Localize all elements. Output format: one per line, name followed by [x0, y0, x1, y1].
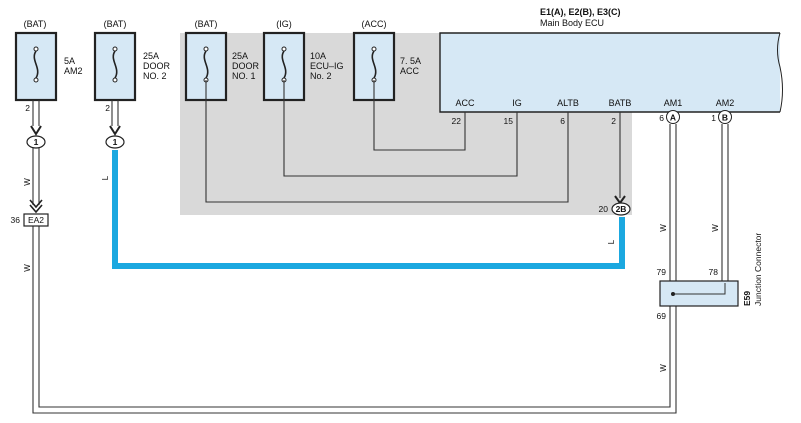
wire-am2-ecu	[721, 124, 729, 281]
fuse-am2-line-1: 5A	[64, 56, 75, 66]
ecu-subtitle: Main Body ECU	[540, 18, 604, 28]
connector-ea2: EA2 36	[11, 199, 49, 227]
arrow-icon	[30, 125, 42, 136]
wires	[32, 80, 729, 414]
fuse-icon	[281, 50, 287, 79]
fuse-door-no2: (BAT) 25A DOOR NO. 2 2	[93, 19, 171, 113]
junction-internal-wire	[673, 283, 726, 295]
wire-label-w-bottom: W	[659, 364, 668, 372]
ecu-pin-batb: 2	[611, 116, 616, 126]
fuse-ecu-ig-no2-line-3: No. 2	[310, 71, 332, 81]
fuse-icon	[33, 50, 39, 79]
ecu-pin-ig: 15	[504, 116, 514, 126]
fuse-door-no2-line-1: 25A	[143, 51, 159, 61]
fuse-icon	[203, 46, 209, 52]
wire-am2-double	[32, 100, 40, 126]
fuse-icon	[281, 46, 287, 52]
ecu-terminal-batb-label: BATB	[609, 98, 632, 108]
fuse-door-no2-pin: 2	[105, 103, 110, 113]
junction-pin-69: 69	[657, 311, 667, 321]
fuse-am2-line-2: AM2	[64, 66, 83, 76]
wire-label-w-am1: W	[659, 224, 668, 232]
fuse-acc-line-2: ACC	[400, 66, 420, 76]
connector-b-badge: B	[718, 110, 732, 124]
connector-1-left: 1	[26, 125, 46, 149]
junction-name: Junction Connector	[753, 233, 763, 306]
fuse-am2: (BAT) 5A AM2 2	[14, 19, 83, 113]
ecu-pin-altb: 6	[560, 116, 565, 126]
fuse-acc-source: (ACC)	[362, 19, 387, 29]
blue-wire-l	[112, 150, 625, 269]
ecu-terminal-acc-label: ACC	[455, 98, 475, 108]
ecu-title: E1(A), E2(B), E3(C)	[540, 7, 621, 17]
wire-door-no2-stub	[111, 100, 119, 126]
fuse-icon	[112, 46, 118, 52]
wire-altb	[205, 80, 569, 203]
fuse-am2-pin: 2	[25, 103, 30, 113]
fuse-acc-line-1: 7. 5A	[400, 56, 421, 66]
connector-2b-name: 2B	[616, 204, 627, 214]
ecu-terminal-am1-label: AM1	[664, 98, 683, 108]
fuse-icon	[112, 50, 118, 79]
fuse-icon	[371, 46, 377, 52]
wire-label-w-left-upper: W	[23, 178, 32, 186]
junction-splice-dot	[671, 292, 675, 296]
wire-bottom-loop	[32, 226, 677, 414]
junction-pin-79: 79	[657, 267, 667, 277]
ecu-box	[439, 32, 780, 113]
wire-ig	[283, 80, 518, 177]
ecu-terminal-am2-label: AM2	[716, 98, 735, 108]
fuse-am2-source: (BAT)	[24, 19, 47, 29]
chevron-down-icon	[29, 199, 43, 214]
wire-label-l-blue-left: L	[101, 175, 110, 180]
connector-a-badge: A	[666, 110, 680, 124]
fuse-icon	[371, 50, 377, 79]
wire-am1	[669, 124, 677, 281]
fuse-ecu-ig-no2-line-1: 10A	[310, 51, 326, 61]
ecu-terminal-ig-label: IG	[512, 98, 522, 108]
ecu-pin-acc: 22	[452, 116, 462, 126]
connector-2b: 2B 20	[599, 195, 631, 216]
wire-label-w-am2: W	[711, 224, 720, 232]
fuse-ecu-ig-no2-line-2: ECU–IG	[310, 61, 344, 71]
fuse-icon	[112, 77, 118, 83]
connector-1-right-label: 1	[113, 137, 118, 147]
main-body-ecu: E1(A), E2(B), E3(C) Main Body ECU ACC IG…	[439, 7, 783, 126]
connector-ea2-pin: 36	[11, 215, 21, 225]
fuse-door-no1-source: (BAT)	[195, 19, 218, 29]
fuse-ecu-ig-no2-source: (IG)	[276, 19, 292, 29]
connector-2b-pin: 20	[599, 204, 609, 214]
ecu-terminal-altb-label: ALTB	[557, 98, 579, 108]
fuse-door-no1-line-1: 25A	[232, 51, 248, 61]
fuse-icon	[33, 46, 39, 52]
wire-label-l-blue-right: L	[607, 239, 616, 244]
wire-label-w-left-lower: W	[23, 264, 32, 272]
connector-1-left-label: 1	[34, 137, 39, 147]
fuse-door-no1-line-3: NO. 1	[232, 71, 256, 81]
fuse-door-no1-line-2: DOOR	[232, 61, 260, 71]
fuse-icon	[33, 77, 39, 83]
wire-am2-double-lower	[32, 148, 40, 205]
connector-1-right: 1	[105, 125, 125, 149]
connector-a-letter: A	[670, 113, 676, 123]
junction-connector-e59: 79 78 69 E59 Junction Connector	[657, 233, 763, 321]
fuse-door-no2-line-2: DOOR	[143, 61, 171, 71]
fuse-door-no2-line-3: NO. 2	[143, 71, 167, 81]
junction-id: E59	[742, 291, 752, 306]
junction-pin-78: 78	[709, 267, 719, 277]
fuse-door-no2-source: (BAT)	[104, 19, 127, 29]
ecu-break-mark	[777, 32, 783, 113]
connector-ea2-name: EA2	[28, 215, 44, 225]
arrow-icon	[109, 125, 121, 136]
connector-b-letter: B	[722, 113, 728, 123]
ecu-pin-am2: 1	[711, 113, 716, 123]
ecu-pin-am1: 6	[659, 113, 664, 123]
wire-acc	[373, 80, 466, 151]
fuse-icon	[203, 50, 209, 79]
